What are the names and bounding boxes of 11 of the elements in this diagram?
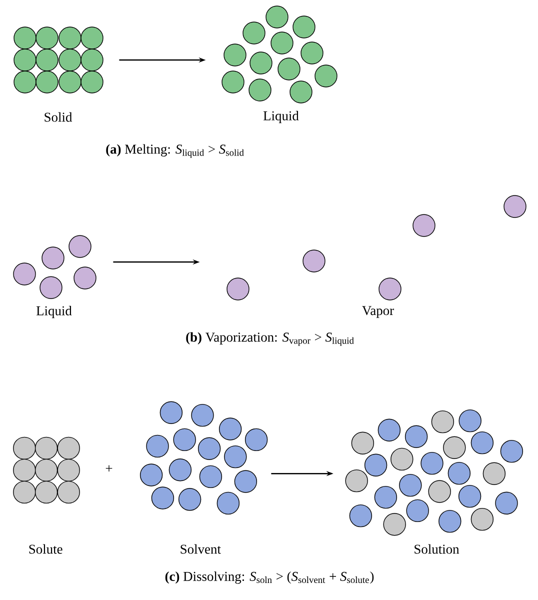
caption: (c) Dissolving: S$_{soln}$ > (S$_{solvent}$ + S$_{solute}$) <box>165 571 374 584</box>
cluster-label: Liquid <box>263 110 299 124</box>
caption: (a) Melting: S$_{liquid}$ > S$_{solid}$ <box>106 144 244 158</box>
cluster-label: Solid <box>44 112 72 122</box>
cluster-label: Solvent <box>180 544 221 554</box>
cluster-label: Solution <box>414 544 460 554</box>
cluster-label: Solute <box>29 544 62 554</box>
caption: (b) Vaporization: S$_{vapor}$ > S$_{liquid}$ <box>186 332 354 346</box>
plus-sign: + <box>106 465 112 472</box>
cluster-label: Vapor <box>362 306 394 318</box>
cluster-label: Liquid <box>36 306 72 318</box>
